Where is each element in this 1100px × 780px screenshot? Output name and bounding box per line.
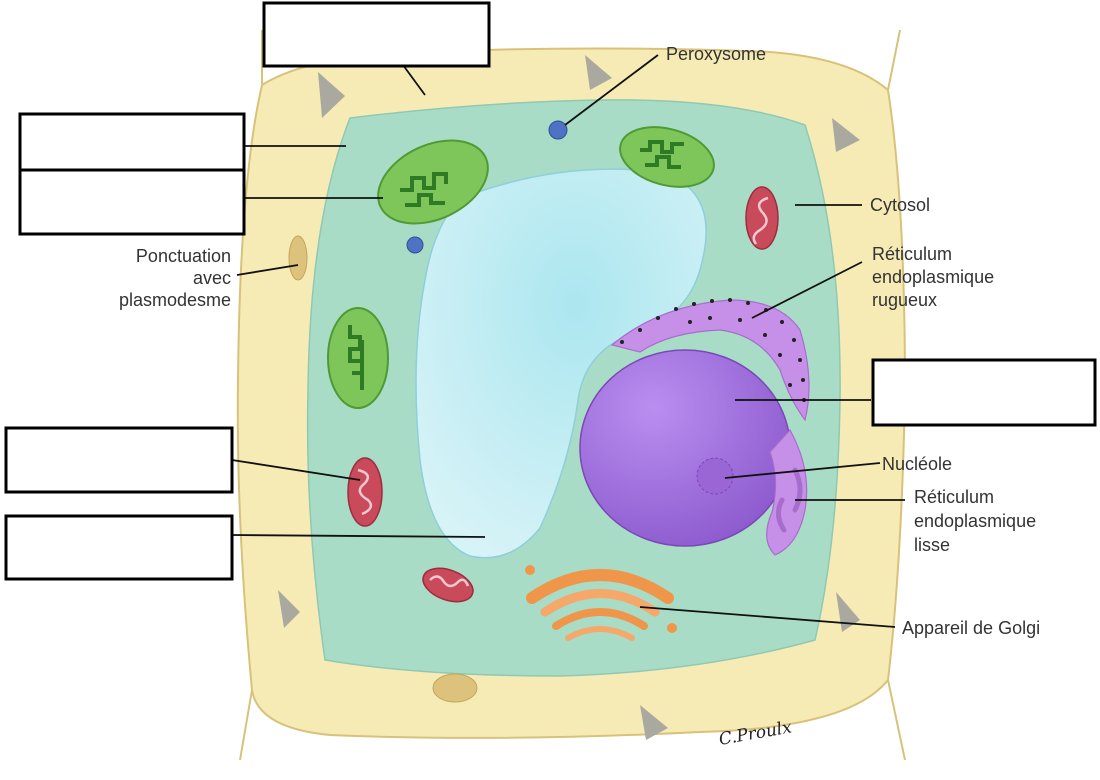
blank-label-box-cell-wall[interactable] bbox=[264, 3, 489, 66]
label-rer-line2: endoplasmique bbox=[872, 267, 994, 287]
label-peroxysome: Peroxysome bbox=[666, 44, 766, 64]
label-rer-line3: rugueux bbox=[872, 290, 937, 310]
nucleolus bbox=[697, 458, 733, 494]
label-ponctuation-line2: avec bbox=[193, 268, 231, 288]
label-cytosol: Cytosol bbox=[870, 195, 930, 215]
label-golgi: Appareil de Golgi bbox=[902, 618, 1040, 638]
plasmodesma-pit bbox=[289, 236, 307, 280]
blank-label-box-membrane[interactable] bbox=[20, 114, 244, 170]
label-rel-line2: endoplasmique bbox=[914, 511, 1036, 531]
label-rel-line3: lisse bbox=[914, 535, 950, 555]
label-ponctuation-line1: Ponctuation bbox=[136, 246, 231, 266]
peroxysome bbox=[407, 237, 423, 253]
golgi-vesicle bbox=[525, 565, 535, 575]
mitochondrion bbox=[348, 458, 382, 526]
label-nucleole: Nucléole bbox=[882, 454, 952, 474]
label-rer-line1: Réticulum bbox=[872, 244, 952, 264]
label-rel-line1: Réticulum bbox=[914, 487, 994, 507]
peroxysome bbox=[549, 121, 567, 139]
blank-label-box-chloroplast[interactable] bbox=[20, 170, 244, 234]
blank-label-box-mitochondrion[interactable] bbox=[6, 428, 232, 492]
label-ponctuation-line3: plasmodesme bbox=[119, 290, 231, 310]
mitochondrion bbox=[746, 187, 778, 249]
nucleus bbox=[580, 350, 790, 546]
golgi-vesicle bbox=[667, 623, 677, 633]
blank-label-box-vacuole[interactable] bbox=[6, 516, 232, 579]
wall-pit bbox=[433, 674, 477, 702]
blank-label-box-nucleus[interactable] bbox=[873, 360, 1095, 425]
chloroplast bbox=[328, 308, 388, 408]
